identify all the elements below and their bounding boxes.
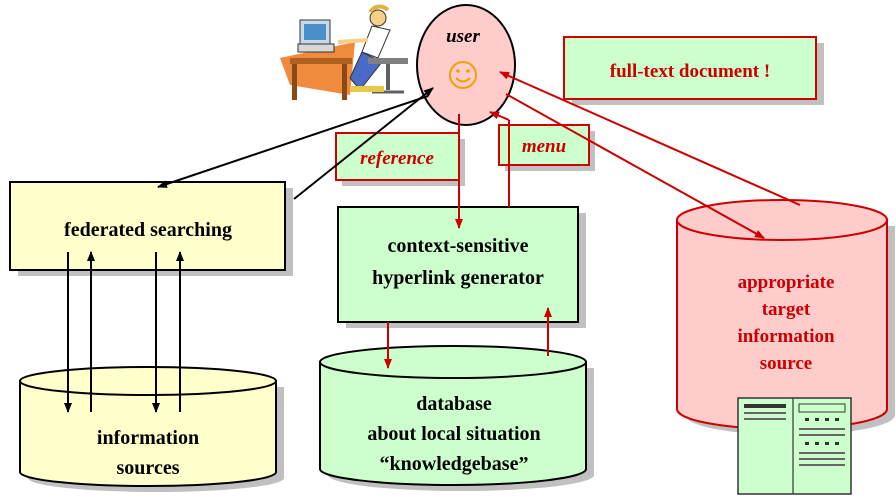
database-line3: “knowledgebase” xyxy=(380,453,529,475)
arrow-menu-head xyxy=(489,111,510,121)
database-line2: about local situation xyxy=(367,423,540,445)
arrow-federated-to-user xyxy=(293,87,434,200)
target-source-cylinder: appropriate target information source xyxy=(676,199,895,435)
menu-label-box: menu xyxy=(498,124,595,171)
info-sources-line2: sources xyxy=(117,457,180,479)
fulltext-label: full-text document ! xyxy=(610,61,770,82)
info-sources-line1: information xyxy=(97,427,199,449)
generator-line2: hyperlink generator xyxy=(372,267,544,289)
user-label: user xyxy=(446,26,480,47)
target-line4: source xyxy=(760,353,812,374)
target-line1: appropriate xyxy=(738,272,835,293)
smiley-icon xyxy=(449,61,477,89)
reference-label-box: reference xyxy=(335,132,465,186)
fulltext-label-box: full-text document ! xyxy=(563,36,824,105)
user-node: user xyxy=(416,4,516,126)
generator-line1: context-sensitive xyxy=(387,235,528,257)
federated-label: federated searching xyxy=(64,219,232,241)
information-sources-cylinder: information sources xyxy=(19,366,284,492)
arrow-user-to-target xyxy=(505,93,765,239)
federated-searching-box: federated searching xyxy=(9,181,293,276)
server-computer-icon xyxy=(737,397,852,495)
connectors xyxy=(64,71,801,413)
person-at-computer-icon xyxy=(280,4,408,100)
menu-label: menu xyxy=(522,136,566,157)
database-line1: database xyxy=(416,393,492,415)
arrow-user-to-federated xyxy=(157,95,429,188)
arrow-target-to-user xyxy=(499,71,801,206)
reference-label: reference xyxy=(360,148,434,169)
database-cylinder: database about local situation “knowledg… xyxy=(319,345,594,491)
target-line2: target xyxy=(762,299,811,320)
target-line3: information xyxy=(737,326,835,347)
